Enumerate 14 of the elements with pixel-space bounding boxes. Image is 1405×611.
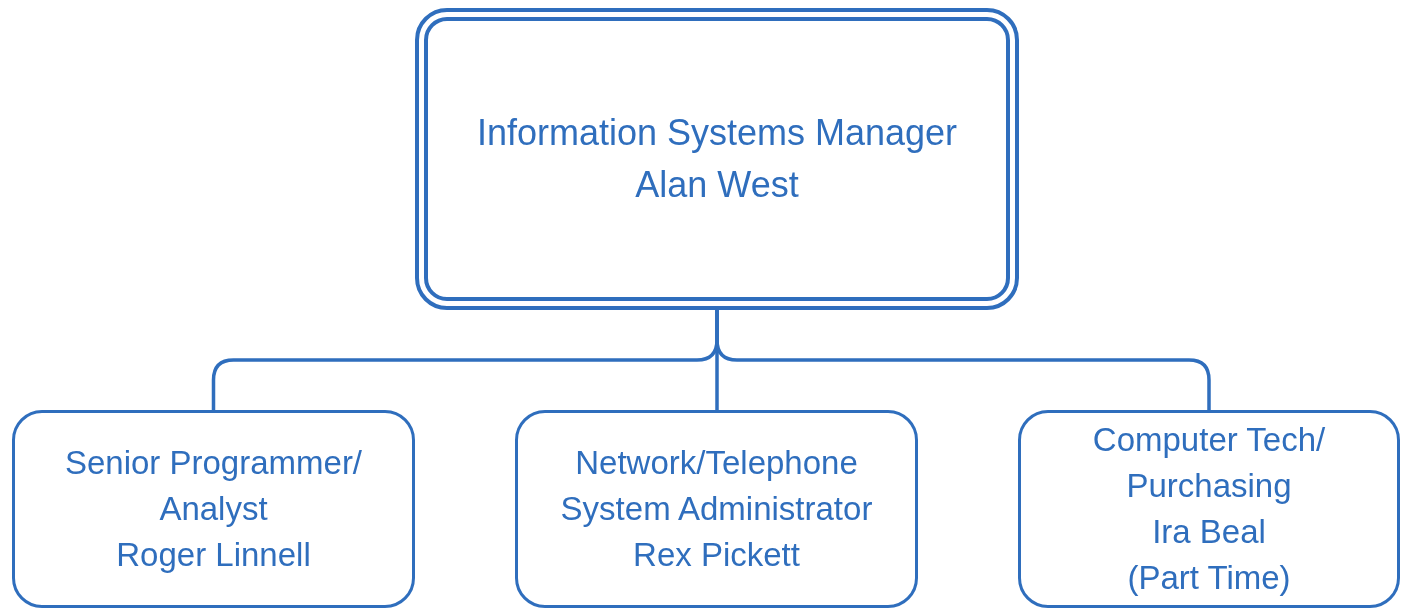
org-box [515, 410, 918, 608]
org-box [415, 8, 1019, 310]
person-name: (Part Time) [1127, 558, 1291, 599]
connector-line [715, 310, 1211, 410]
person-name: Roger Linnell [116, 535, 311, 576]
job-title: Computer Tech/ Purchasing [1091, 419, 1327, 506]
job-title: Information Systems Manager [476, 110, 958, 155]
person-name: Rex Pickett [633, 535, 800, 576]
job-title: Network/Telephone System Administrator [559, 442, 874, 529]
person-name: Ira Beal [1152, 512, 1266, 552]
person-name: Alan West [635, 163, 799, 207]
org-box [1018, 410, 1400, 608]
org-box [12, 410, 415, 608]
job-title: Senior Programmer/ Analyst [63, 442, 364, 529]
